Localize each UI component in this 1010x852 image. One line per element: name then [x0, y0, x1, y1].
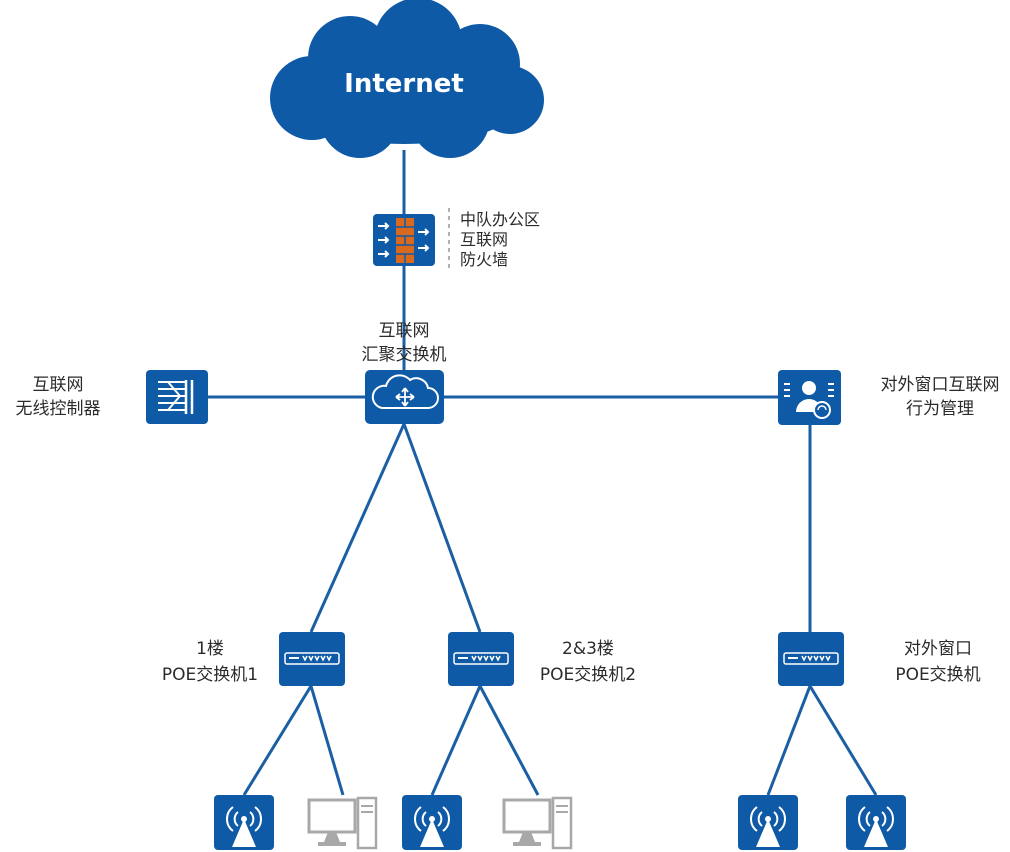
- behavior-management-icon: [778, 370, 841, 425]
- firewall-node: 中队办公区 互联网 防火墙: [373, 208, 540, 270]
- wireless-ap-icon: [738, 795, 798, 850]
- link-poe1-pc1: [309, 685, 345, 796]
- core-switch-label-line2: 汇聚交换机: [362, 345, 447, 365]
- link-poe1-ap1: [242, 685, 313, 796]
- core-switch-node: 互联网 汇聚交换机: [362, 321, 447, 424]
- core-switch-icon: [365, 370, 444, 424]
- firewall-icon: [373, 214, 435, 266]
- poe-switch-3-label-line2: POE交换机: [895, 665, 980, 685]
- internet-cloud: Internet: [270, 0, 544, 158]
- wireless-controller-node: 互联网 无线控制器: [16, 370, 208, 424]
- behavior-management-node: 对外窗口互联网 行为管理: [778, 370, 1000, 425]
- cloud-label: Internet: [344, 69, 464, 99]
- poe-switch-icon: [778, 632, 844, 686]
- links: [208, 150, 878, 796]
- behavior-management-label-line1: 对外窗口互联网: [881, 375, 1000, 395]
- cloud-icon: [270, 0, 544, 158]
- firewall-label-line3: 防火墙: [460, 250, 508, 269]
- firewall-label-line2: 互联网: [460, 230, 508, 249]
- poe-switch-2-label-line1: 2&3楼: [562, 639, 614, 659]
- poe-switch-3-node: 对外窗口 POE交换机: [778, 632, 981, 686]
- wireless-ap-icon: [846, 795, 906, 850]
- link-core-poe2: [402, 423, 482, 633]
- link-poe3-ap3: [766, 685, 812, 796]
- desktop-pc-icon: [502, 796, 573, 850]
- link-poe2-ap2: [430, 685, 482, 796]
- wireless-controller-icon: [146, 370, 208, 424]
- poe-switch-1-node: 1楼 POE交换机1: [162, 632, 345, 686]
- link-poe3-ap4: [808, 685, 878, 796]
- wireless-controller-label-line1: 互联网: [33, 375, 84, 395]
- poe-switch-icon: [279, 632, 345, 686]
- poe-switch-icon: [448, 632, 514, 686]
- firewall-label-line1: 中队办公区: [460, 210, 540, 229]
- poe-switch-3-label-line1: 对外窗口: [904, 639, 972, 659]
- core-switch-label-line1: 互联网: [379, 321, 430, 341]
- poe-switch-2-node: 2&3楼 POE交换机2: [448, 632, 636, 686]
- behavior-management-label-line2: 行为管理: [906, 399, 974, 419]
- poe-switch-1-label-line1: 1楼: [196, 639, 224, 659]
- desktop-pc-icon: [307, 796, 378, 850]
- link-core-poe1: [309, 423, 406, 633]
- wireless-controller-label-line2: 无线控制器: [16, 399, 101, 419]
- poe-switch-1-label-line2: POE交换机1: [162, 665, 258, 685]
- wireless-ap-icon: [402, 795, 462, 850]
- link-poe2-pc2: [478, 685, 540, 796]
- poe-switch-2-label-line2: POE交换机2: [540, 665, 636, 685]
- wireless-ap-icon: [214, 795, 274, 850]
